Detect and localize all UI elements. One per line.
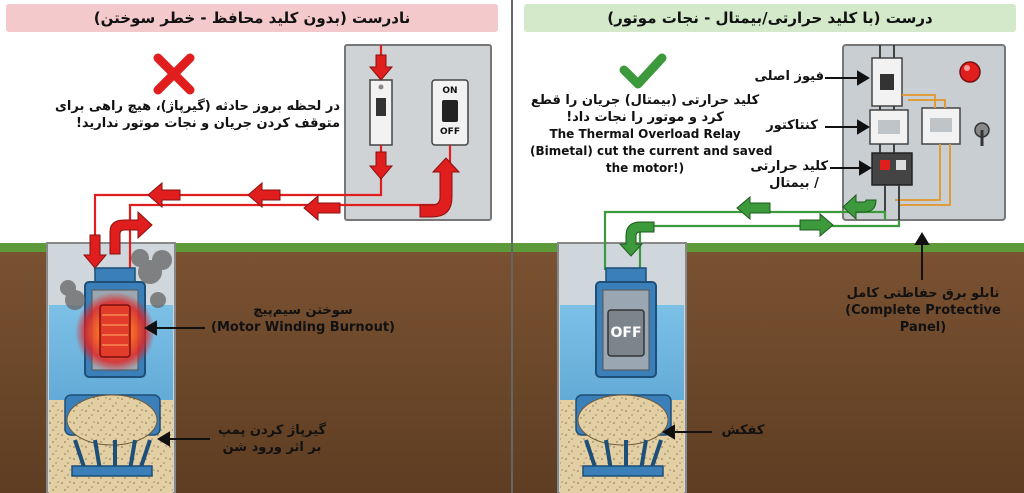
grass-right: [513, 243, 1024, 252]
burnout-fa: سوختن سیم‌پیچ: [253, 303, 353, 318]
warning-line-1: در لحظه بروز حادثه (گیرپاژ)، هیچ راهی بر…: [54, 99, 340, 114]
motor-winding: [99, 304, 131, 358]
grass: [0, 243, 511, 252]
current-arrows-wrong: [82, 54, 461, 269]
panel-en-line-2: Panel): [899, 320, 947, 335]
relay-en-line-3: the motor!): [605, 161, 685, 175]
thermal-line-1: کلید حرارتی: [750, 159, 828, 174]
burnout-en: (Motor Winding Burnout): [211, 320, 395, 335]
burnout-label: سوختن سیم‌پیچ (Motor Winding Burnout): [208, 302, 398, 336]
cross-icon: [153, 53, 195, 95]
stopped-pump: [575, 267, 672, 477]
relay-fa-line-2: کرد و موتور را نجات داد!: [566, 110, 724, 125]
switch-box: [344, 44, 492, 221]
warning-text: در لحظه بروز حادثه (گیرپاژ)، هیچ راهی بر…: [54, 98, 340, 132]
switch-on-label: ON: [442, 86, 458, 96]
current-arrows-safe: [618, 193, 877, 257]
motor-off-label: OFF: [610, 325, 642, 341]
label-pointers-right: [662, 70, 930, 440]
warning-line-2: متوقف کردن جریان و نجات موتور ندارید!: [75, 116, 340, 131]
relay-en-line-1: The Thermal Overload Relay: [549, 127, 741, 141]
thermal-line-2: / بیمتال: [769, 176, 819, 191]
switch-lever: [442, 100, 458, 122]
jam-label: گیرپاژ کردن پمپ بر اثر ورود شن: [212, 422, 332, 456]
check-icon: [619, 53, 667, 89]
panel-wiring: [879, 45, 951, 220]
relay-en-line-2: (Bimetal) cut the current and saved: [530, 144, 773, 158]
switch-off-label: OFF: [440, 127, 460, 137]
thermal-label: کلید حرارتی / بیمتال: [750, 158, 828, 192]
relay-fa-line-1: کلید حرارتی (بیمتال) جریان را قطع: [530, 93, 760, 108]
contactor-label: کنتاکتور: [766, 118, 818, 133]
jam-line-2: بر اثر ورود شن: [222, 440, 322, 455]
label-pointers-wrong: [144, 320, 210, 447]
header-wrong: نادرست (بدون کلید محافظ - خطر سوختن): [6, 4, 498, 32]
indicator-lamp-icon: [959, 61, 981, 83]
wrong-scene: [0, 44, 511, 493]
right-scene: [513, 44, 1024, 493]
silt-label: کفکش: [721, 423, 765, 438]
panel-fa: تابلو برق حفاظتی کامل: [846, 286, 1000, 301]
relay-message: کلید حرارتی (بیمتال) جریان را قطع کرد و …: [530, 92, 773, 177]
header-right: درست (با کلید حرارتی/بیمتال - نجات موتور…: [524, 4, 1016, 32]
main-fuse-label: فیوز اصلی: [754, 69, 824, 84]
burning-pump: [64, 267, 161, 477]
jam-line-1: گیرپاژ کردن پمپ: [217, 423, 327, 438]
smoke-icon: [60, 249, 172, 310]
panel-en-line-1: (Complete Protective: [845, 303, 1001, 318]
panel-label: تابلو برق حفاظتی کامل (Complete Protecti…: [838, 285, 1008, 336]
